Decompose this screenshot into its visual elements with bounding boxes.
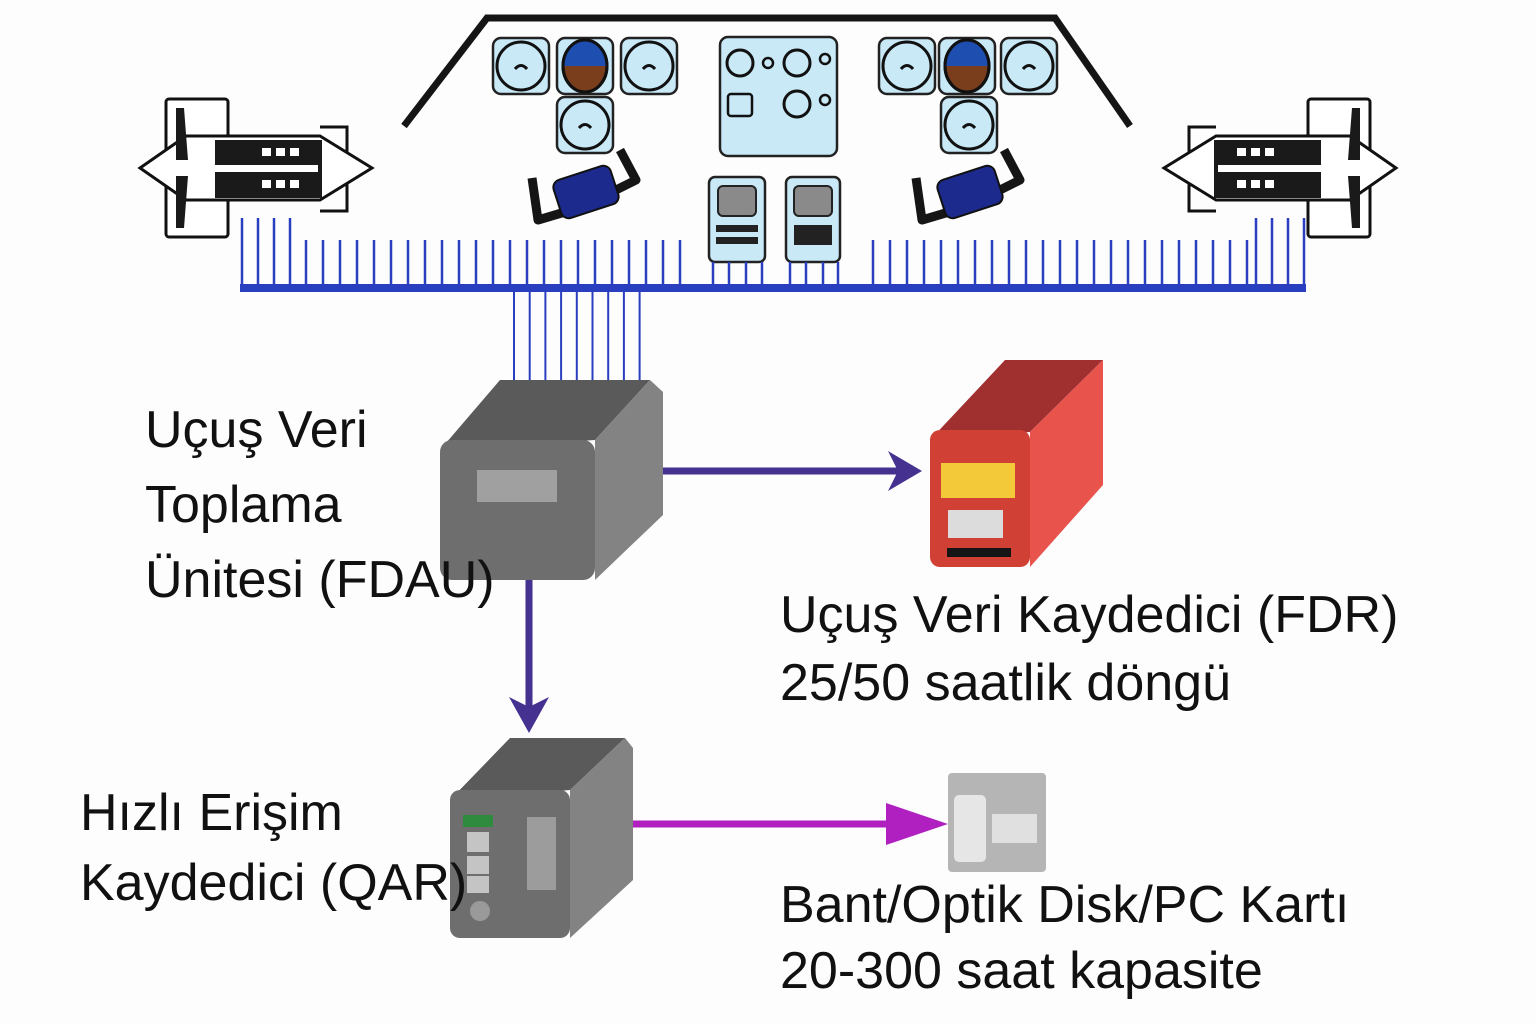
attitude-indicator-icon [555, 36, 615, 96]
qar-label-line: Hızlı Erişim [80, 784, 343, 842]
fdau-label-line: Toplama [145, 476, 342, 534]
flight-instrument-icon [619, 36, 679, 96]
flight-instrument-icon [939, 95, 999, 155]
qar-label-line: Kaydedici (QAR) [80, 854, 467, 912]
flight-instrument-icon [877, 36, 937, 96]
center-instrument-panel [718, 35, 839, 158]
fdr-label-line: 25/50 saatlik döngü [780, 654, 1231, 712]
storage-media-icon [948, 773, 1046, 872]
flight-instrument-icon [555, 95, 615, 155]
control-yoke-icon [911, 147, 1025, 225]
jet-engine-icon [1161, 97, 1399, 239]
media-label-line: 20-300 saat kapasite [780, 942, 1263, 1000]
fdau-label-line: Ünitesi (FDAU) [145, 551, 495, 609]
sensor-wires [240, 218, 1306, 382]
media-label-line: Bant/Optik Disk/PC Kartı [780, 876, 1349, 934]
fdr-recorder-icon [930, 360, 1103, 567]
arrow-fdau-to-fdr [663, 451, 922, 491]
qar-label: Hızlı Erişim Kaydedici (QAR) [80, 784, 467, 912]
fdr-label: Uçuş Veri Kaydedici (FDR) 25/50 saatlik … [780, 586, 1413, 712]
flight-instrument-icon [491, 36, 551, 96]
cdu-terminal-icon [784, 175, 842, 264]
fdau-label-line: Uçuş Veri [145, 401, 368, 459]
fdau-unit-icon [440, 380, 663, 580]
flight-instrument-icon [999, 36, 1059, 96]
cockpit-outline-icon [401, 14, 1133, 129]
instrument-panels [491, 36, 1059, 225]
arrow-fdau-to-qar [509, 580, 549, 733]
fdr-label-line: Uçuş Veri Kaydedici (FDR) [780, 586, 1398, 644]
fdau-label: Uçuş Veri Toplama Ünitesi (FDAU) [145, 401, 495, 609]
attitude-indicator-icon [937, 36, 997, 96]
qar-unit-icon [450, 738, 633, 938]
arrow-qar-to-media [633, 803, 948, 845]
cdu-terminal-icon [707, 175, 767, 264]
jet-engine-icon [137, 97, 375, 239]
media-label: Bant/Optik Disk/PC Kartı 20-300 saat kap… [780, 876, 1364, 1000]
control-yoke-icon [527, 147, 641, 225]
